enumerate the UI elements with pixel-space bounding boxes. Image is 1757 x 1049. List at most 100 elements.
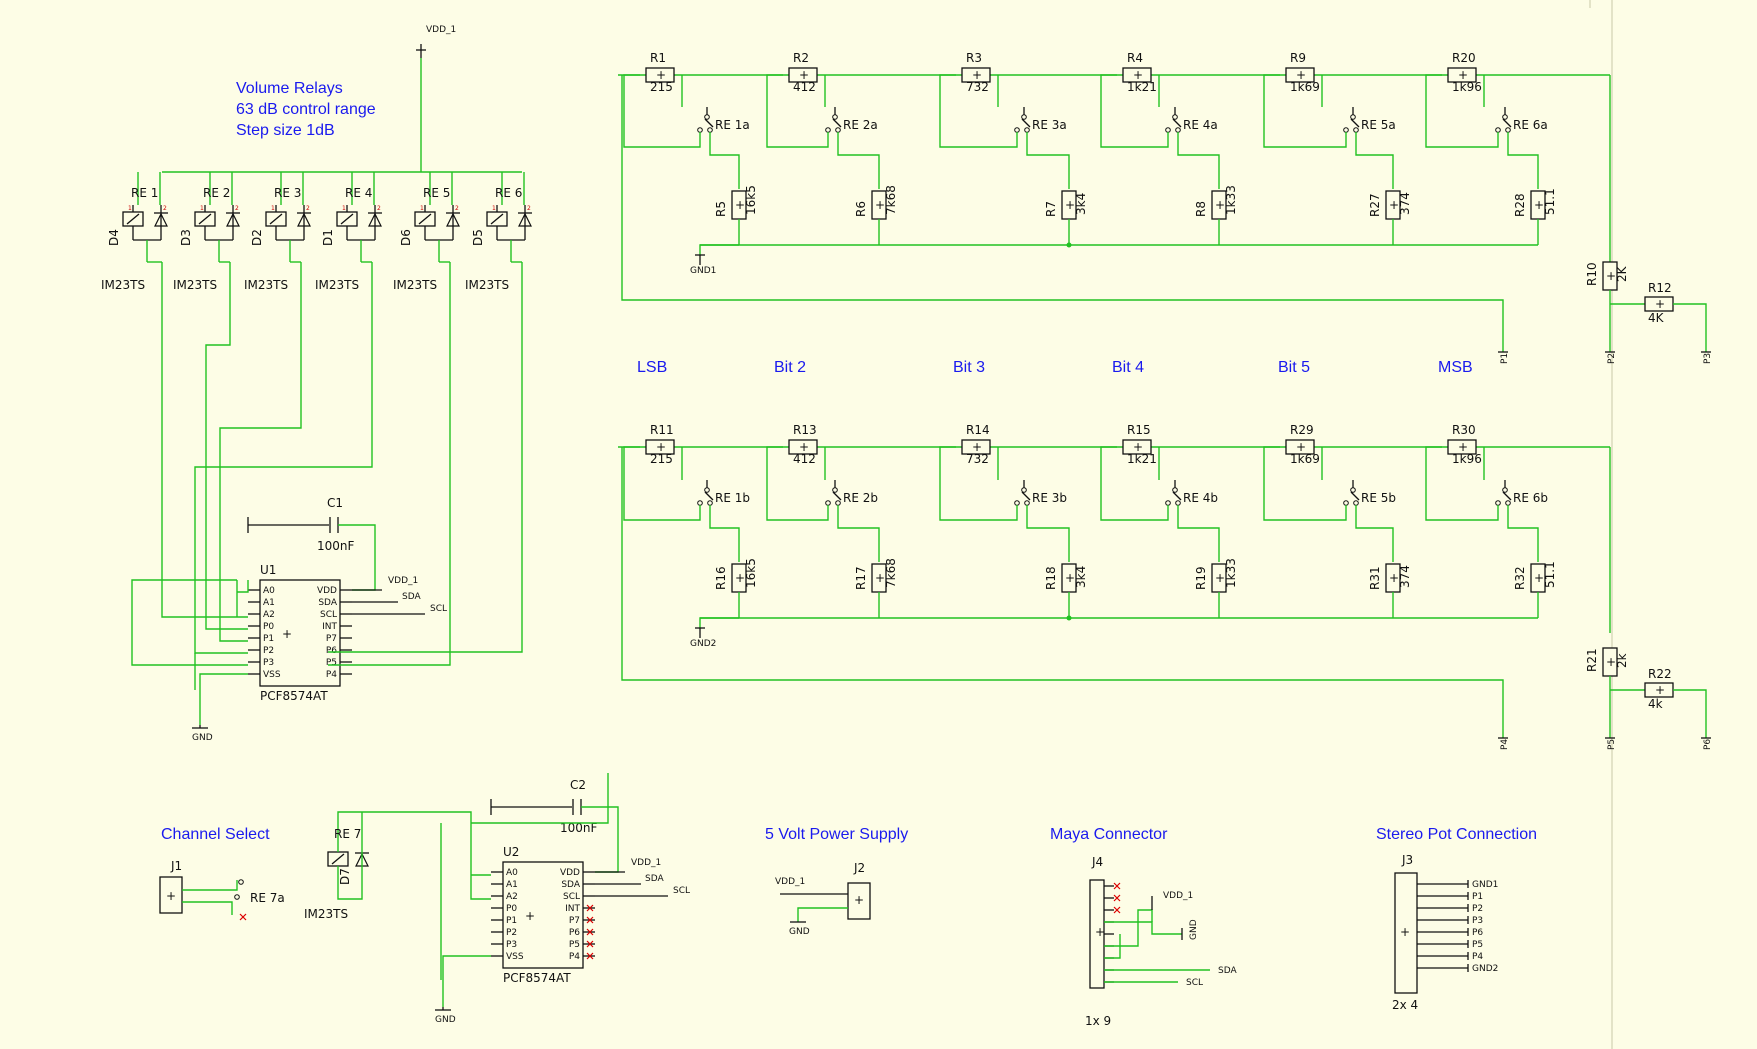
ic-pin-left: P3 [263,658,274,668]
vdd-label: VDD_1 [631,858,661,868]
note-maya-connector: Maya Connector [1050,826,1168,843]
contact-icon [1350,114,1356,120]
contact-icon [1350,487,1356,493]
ic-ref: U2 [503,845,519,859]
resistor-mark: + [1065,571,1075,585]
shunt-val: 51.1 [1543,188,1557,215]
ic-pin-right: P7 [569,916,580,926]
resistor-mark: + [972,68,982,82]
series-ref: R2 [793,51,809,65]
cap-ref: C1 [327,496,343,510]
series-ref: R9 [1290,51,1306,65]
pin-num: 2 [527,205,531,212]
note-control-range: 63 dB control range [236,101,376,118]
ic-pin-left: VSS [506,952,524,962]
contact-ref: RE 4a [1183,118,1218,132]
ic-pin-left: A1 [263,598,275,608]
note-power-supply: 5 Volt Power Supply [765,826,908,843]
j3-pin-label: P4 [1472,952,1483,962]
ic-pin-left: A0 [263,586,275,596]
relay-part: IM23TS [173,278,217,292]
ic-part: PCF8574AT [260,689,328,703]
j3-pin-label: GND1 [1472,880,1498,890]
diode-ref: D5 [471,229,485,246]
j3-pin-label: P6 [1472,928,1483,938]
resistor-mark: + [1534,571,1544,585]
scl-label: SCL [673,886,690,896]
ic-mark: + [282,627,292,641]
shunt-ref: R27 [1368,193,1382,217]
note-stereo-pot: Stereo Pot Connection [1376,826,1537,843]
cap-val: 100nF [560,821,598,835]
bit-label: Bit 4 [1112,359,1144,376]
connector-body [847,882,871,920]
bit-label: Bit 2 [774,359,806,376]
relay-ref: RE 6 [495,186,522,200]
ic-pin-left: A1 [506,880,518,890]
port-label: P4 [1500,739,1510,750]
ic-pin-right: INT [322,622,337,632]
resistor-mark: + [735,571,745,585]
shunt-val: 51.1 [1543,561,1557,588]
vdd-label-top: VDD_1 [426,25,456,35]
ic-u2: +U2PCF8574ATA0A1A2P0P1P2P3VSSVDDSDASCLIN… [435,778,690,1025]
port-label: P1 [1500,353,1510,364]
series-val: 412 [793,452,816,466]
connector-size: 2x 4 [1392,998,1418,1012]
resistor-mark: + [875,571,885,585]
contact-ref: RE 5b [1361,491,1396,505]
resistor-mark: + [1215,571,1225,585]
port-label: P3 [1703,353,1713,364]
ic-pin-left: P0 [506,904,517,914]
ic-pin-left: A0 [506,868,518,878]
connector-mark: + [1400,925,1410,939]
gnd-label: GND [789,927,810,937]
out-val: 4k [1648,697,1663,711]
shunt-val: 3k4 [1074,193,1088,215]
series-ref: R20 [1452,51,1476,65]
scl-label: SCL [430,604,447,614]
resistor-mark: + [735,198,745,212]
ic-pin-left: A2 [506,892,518,902]
pin-num: 2 [377,205,381,212]
resistor-icon [1285,439,1315,455]
shunt-ref: R7 [1044,201,1058,217]
series-val: 1k21 [1127,80,1157,94]
connector-mark: + [166,889,176,903]
resistor-icon [645,67,675,83]
resistor-mark: + [1389,571,1399,585]
note-channel-select: Channel Select [161,826,270,843]
cap-val: 100nF [317,539,355,553]
series-val: 732 [966,80,989,94]
series-val: 215 [650,80,673,94]
shunt-val: 7k68 [884,185,898,215]
bit-label: LSB [637,359,667,376]
out-val: 2K [1615,265,1629,282]
relay-part: IM23TS [244,278,288,292]
shunt-val: 374 [1398,192,1412,215]
sda-label: SDA [645,874,664,884]
note-volume-relays: Volume Relays [236,80,343,97]
ic-pin-right: P4 [326,670,337,680]
relay-ref: RE 1 [131,186,158,200]
shunt-ref: R18 [1044,566,1058,590]
shunt-ref: R16 [714,566,728,590]
out-ref: R12 [1648,281,1672,295]
contact-icon [1172,487,1178,493]
port-label: P5 [1607,739,1617,750]
resistor-icon [1285,67,1315,83]
resistor-mark: + [799,68,809,82]
pin-num: 1 [420,205,424,212]
gnd-label: GND [1189,919,1199,940]
j3-pin-label: P5 [1472,940,1483,950]
ic-pin-right: SDA [561,880,580,890]
resistor-icon [961,67,991,83]
note-step-size: Step size 1dB [236,122,335,139]
